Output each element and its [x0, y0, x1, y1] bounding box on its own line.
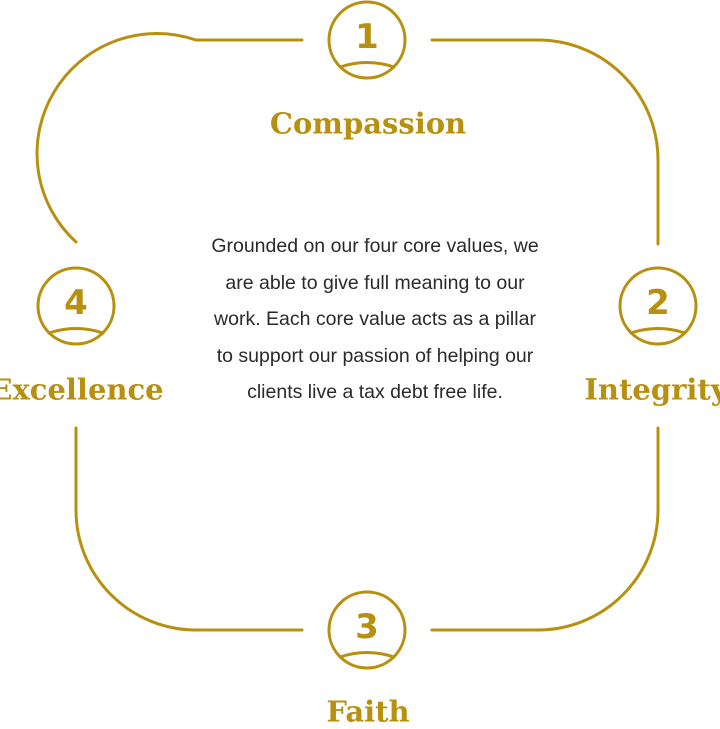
value-number-4: 4	[64, 283, 88, 323]
value-number-3: 3	[355, 607, 379, 647]
value-label-faith: Faith	[326, 694, 410, 729]
badge-4-wave	[47, 327, 105, 335]
badge-3-circle	[327, 590, 407, 670]
core-values-description: Grounded on our four core values, we are…	[211, 235, 539, 403]
value-label-compassion: Compassion	[269, 106, 467, 141]
ring-arc-top-right	[430, 38, 660, 246]
value-label-excellence: Excellence	[0, 372, 164, 407]
badge-1-circle	[327, 0, 407, 80]
value-number-1: 1	[355, 17, 379, 57]
ring-arc-top-left	[35, 32, 304, 244]
value-label-integrity: Integrity	[584, 372, 720, 407]
badge-2-wave	[629, 327, 687, 335]
ring-arc-bottom-left	[74, 426, 304, 632]
badge-3-wave	[338, 651, 396, 659]
value-number-2: 2	[646, 283, 670, 323]
badge-1-wave	[338, 61, 396, 69]
badge-2-circle	[618, 266, 698, 346]
badge-4-circle	[36, 266, 116, 346]
ring-arc-bottom-right	[430, 426, 660, 632]
